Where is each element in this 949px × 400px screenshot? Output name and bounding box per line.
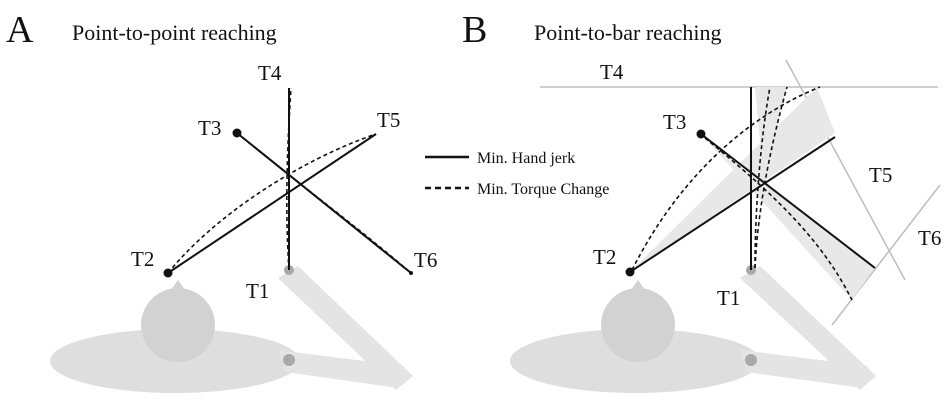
path-t3-t6-dashed: [236, 132, 412, 274]
path-t3-t6-dashed: [704, 137, 853, 301]
forearm: [740, 266, 876, 390]
path-t1-t4-dashed: [286, 87, 292, 271]
panel-b: B Point-to-bar reaching: [462, 9, 941, 393]
target-t1-label: T1: [246, 279, 269, 303]
region-t3-t6: [701, 134, 875, 300]
target-t6-label: T6: [918, 226, 941, 250]
legend: Min. Hand jerk Min. Torque Change: [425, 150, 609, 198]
legend-dashed-label: Min. Torque Change: [477, 181, 609, 198]
path-t1-t4-dashed-b: [754, 86, 771, 269]
min-torque-change-paths: [631, 86, 853, 301]
target-t1-label: T1: [717, 286, 740, 310]
bar-t6: [831, 184, 941, 326]
target-t3-marker: [696, 129, 706, 139]
shoulder-joint: [283, 354, 295, 366]
bar-t5: [785, 59, 906, 281]
region-t2-t5: [630, 87, 835, 272]
target-t2-marker: [163, 268, 173, 278]
path-t2-t5-solid: [167, 133, 377, 274]
target-t3-label: T3: [663, 110, 686, 134]
forearm: [278, 266, 413, 390]
panel-a-title: Point-to-point reaching: [72, 20, 277, 45]
min-hand-jerk-paths: [629, 87, 876, 273]
target-t5-label: T5: [377, 108, 400, 132]
panel-b-title: Point-to-bar reaching: [534, 20, 722, 45]
nose: [171, 280, 185, 290]
target-t4-label: T4: [600, 60, 624, 84]
target-t2-label: T2: [593, 245, 616, 269]
nose: [631, 280, 645, 290]
target-t2-label: T2: [131, 247, 154, 271]
min-torque-change-paths: [167, 87, 412, 274]
path-t3-t6-solid: [700, 133, 876, 269]
head-circle: [601, 288, 675, 362]
path-t2-t5-dashed: [631, 86, 821, 271]
path-t2-t5-solid: [629, 136, 836, 273]
path-t2-t5-dashed: [167, 133, 377, 274]
panel-a-letter: A: [6, 9, 34, 51]
upper-arm: [278, 350, 404, 388]
target-t3-marker: [232, 128, 242, 138]
target-t6-label: T6: [414, 248, 437, 272]
target-t2-marker: [625, 267, 635, 277]
shoulder-joint: [745, 354, 757, 366]
target-t5-label: T5: [869, 163, 892, 187]
target-t4-label: T4: [258, 61, 282, 85]
panel-b-letter: B: [462, 9, 487, 51]
head-circle: [141, 288, 215, 362]
target-t3-label: T3: [198, 116, 221, 140]
target-t6-marker: [409, 271, 413, 275]
legend-solid-label: Min. Hand jerk: [477, 150, 575, 167]
path-t1-t4-dashed-a: [754, 86, 788, 269]
panel-a: A Point-to-point reaching T4 T3 T5 T2: [6, 9, 437, 393]
upper-arm: [740, 350, 868, 388]
